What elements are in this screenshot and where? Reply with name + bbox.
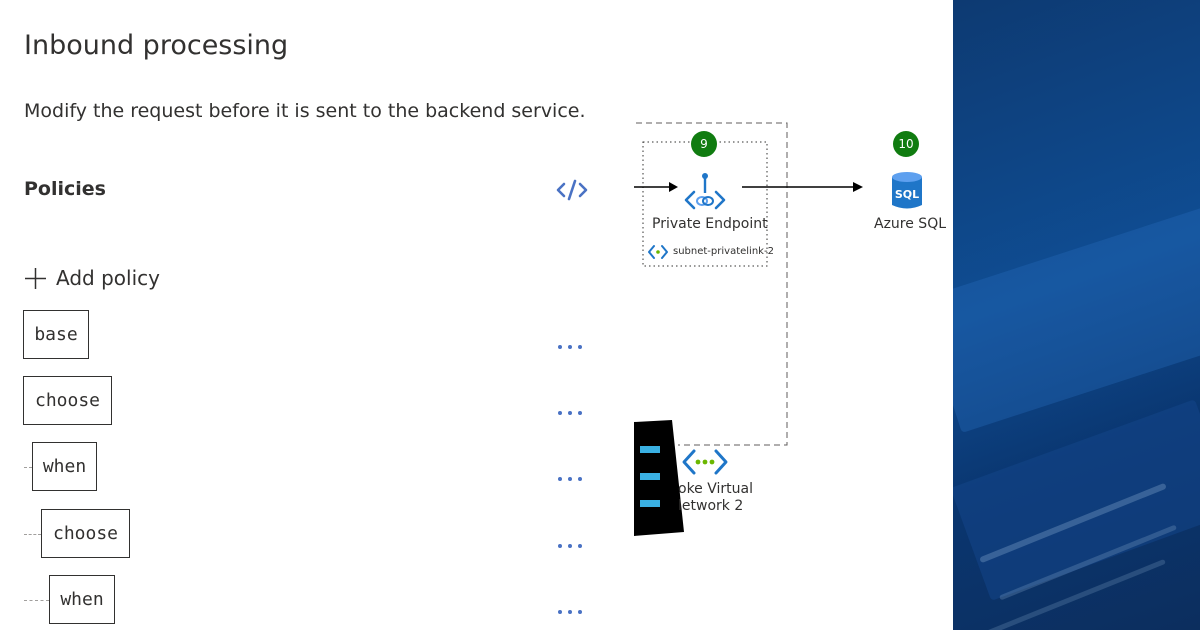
azure-sql-icon <box>892 172 922 209</box>
virtual-network-icon <box>682 449 728 475</box>
policy-base[interactable]: base <box>23 310 89 359</box>
diagram-lines <box>634 122 863 446</box>
page-title: Inbound processing <box>24 30 289 61</box>
policy-choose-nested[interactable]: choose <box>41 509 130 558</box>
add-policy-label: Add policy <box>56 266 160 290</box>
policy-when[interactable]: when <box>32 442 97 491</box>
code-view-icon[interactable] <box>555 176 589 204</box>
tree-connector <box>24 534 41 535</box>
policy-when-nested-more-button[interactable] <box>556 608 586 616</box>
azure-sql-icon-text: SQL <box>894 188 920 201</box>
tree-connector <box>24 600 49 601</box>
policy-base-more-button[interactable] <box>556 343 586 351</box>
tree-connector <box>24 467 32 468</box>
decorative-background-panel <box>953 0 1200 630</box>
policy-choose-more-button[interactable] <box>556 409 586 417</box>
private-endpoint-label: Private Endpoint <box>652 216 768 232</box>
subnet-label: subnet-privatelink-2 <box>673 246 774 257</box>
spoke-vnet-label-line2: letwork 2 <box>678 498 744 514</box>
policies-heading: Policies <box>24 178 106 200</box>
policy-choose[interactable]: choose <box>23 376 112 425</box>
step-badge-10: 10 <box>893 131 919 157</box>
add-policy-button[interactable]: Add policy <box>24 264 160 292</box>
policy-when-nested[interactable]: when <box>49 575 115 624</box>
spoke-vnet-label-line1: oke Virtual <box>678 481 753 497</box>
step-badge-9: 9 <box>691 131 717 157</box>
page-description: Modify the request before it is sent to … <box>24 100 586 122</box>
subnet-icon <box>648 245 668 259</box>
policy-choose-nested-more-button[interactable] <box>556 542 586 550</box>
cropped-logo-graphic <box>634 420 684 536</box>
private-endpoint-icon <box>684 173 726 210</box>
policy-when-more-button[interactable] <box>556 475 586 483</box>
azure-sql-label: Azure SQL <box>874 216 947 232</box>
plus-icon <box>25 267 46 289</box>
network-diagram: 9 Private Endpoint subnet-privatelink-2 … <box>600 110 960 550</box>
